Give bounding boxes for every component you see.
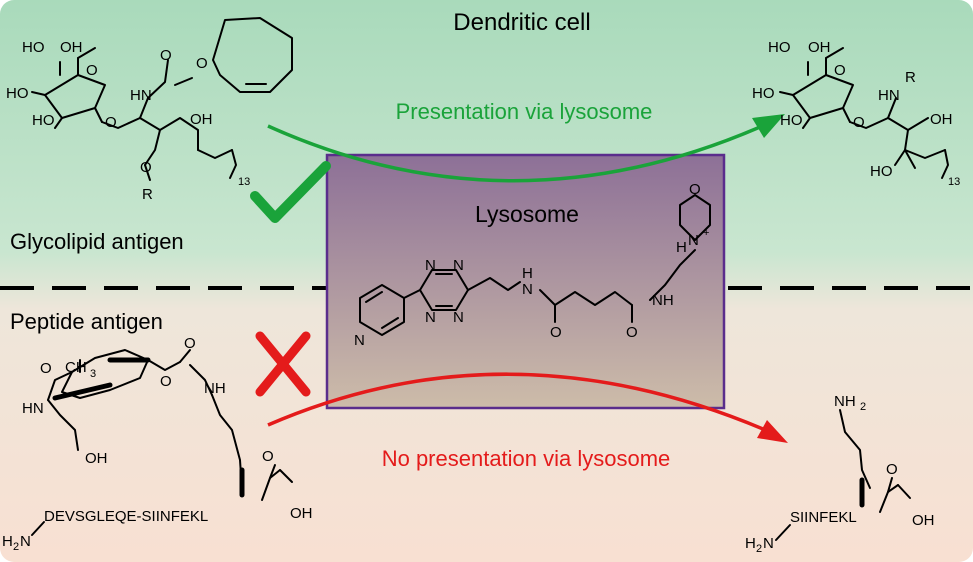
- check-mark-icon: [250, 161, 331, 223]
- svg-text:13: 13: [948, 176, 960, 188]
- peptide-structure-left: O CH 3 HN OH O O NH O OH H 2 N DEVSGLEQE…: [2, 335, 313, 553]
- svg-text:N: N: [453, 309, 464, 326]
- svg-text:HO: HO: [780, 112, 803, 129]
- svg-text:N: N: [425, 257, 436, 274]
- green-arrowhead: [752, 114, 785, 138]
- svg-text:H: H: [676, 239, 687, 256]
- svg-text:3: 3: [90, 368, 96, 380]
- svg-text:R: R: [142, 186, 153, 203]
- green-arrow: [267, 124, 761, 183]
- svg-text:R: R: [905, 69, 916, 86]
- svg-text:NH: NH: [204, 380, 226, 397]
- svg-text:N: N: [688, 232, 699, 249]
- peptide-structure-right: NH 2 O OH H 2 N SIINFEKL: [745, 393, 935, 555]
- label-presentation: Presentation via lysosome: [396, 99, 653, 124]
- svg-text:O: O: [160, 373, 172, 390]
- red-arrow: [267, 372, 771, 434]
- label-lysosome: Lysosome: [475, 201, 579, 227]
- svg-text:O: O: [689, 181, 701, 198]
- svg-text:HN: HN: [22, 400, 44, 417]
- svg-text:HO: HO: [870, 163, 893, 180]
- svg-text:O: O: [86, 62, 98, 79]
- svg-text:N: N: [425, 309, 436, 326]
- svg-text:OH: OH: [190, 111, 213, 128]
- label-no-presentation: No presentation via lysosome: [382, 446, 671, 471]
- svg-text:CH: CH: [65, 359, 87, 376]
- svg-text:OH: OH: [912, 512, 935, 529]
- svg-text:O: O: [196, 55, 208, 72]
- svg-text:2: 2: [860, 401, 866, 413]
- svg-text:N: N: [453, 257, 464, 274]
- svg-text:O: O: [184, 335, 196, 352]
- svg-text:O: O: [626, 324, 638, 341]
- title-dendritic-cell: Dendritic cell: [453, 9, 590, 36]
- glycolipid-structure-right: HO OH O HO HO O HN R OH HO 13: [752, 39, 960, 188]
- svg-text:N: N: [522, 281, 533, 298]
- svg-text:+: +: [703, 227, 709, 239]
- svg-text:O: O: [140, 159, 152, 176]
- red-arrowhead: [757, 420, 788, 443]
- svg-text:HN: HN: [130, 87, 152, 104]
- svg-text:HO: HO: [22, 39, 45, 56]
- svg-text:O: O: [550, 324, 562, 341]
- svg-text:OH: OH: [930, 111, 953, 128]
- svg-text:OH: OH: [808, 39, 831, 56]
- lysosome-box: [325, 153, 726, 410]
- label-peptide-antigen: Peptide antigen: [10, 309, 163, 334]
- svg-text:H: H: [2, 533, 13, 550]
- svg-text:O: O: [262, 448, 274, 465]
- svg-text:N: N: [354, 332, 365, 349]
- svg-text:H: H: [745, 535, 756, 552]
- svg-text:O: O: [40, 360, 52, 377]
- svg-text:DEVSGLEQE-SIINFEKL: DEVSGLEQE-SIINFEKL: [44, 508, 208, 525]
- svg-text:HO: HO: [752, 85, 775, 102]
- svg-text:SIINFEKL: SIINFEKL: [790, 509, 857, 526]
- svg-text:2: 2: [756, 543, 762, 555]
- svg-text:O: O: [886, 461, 898, 478]
- tetrazine-compound: N N N N N H N O O NH O H N +: [354, 181, 711, 349]
- svg-text:2: 2: [13, 541, 19, 553]
- svg-text:O: O: [853, 114, 865, 131]
- svg-text:O: O: [160, 47, 172, 64]
- svg-text:HO: HO: [32, 112, 55, 129]
- svg-text:HO: HO: [768, 39, 791, 56]
- cross-mark-icon: [255, 331, 311, 397]
- svg-text:N: N: [20, 533, 31, 550]
- svg-text:N: N: [763, 535, 774, 552]
- svg-text:13: 13: [238, 176, 250, 188]
- svg-text:OH: OH: [290, 505, 313, 522]
- svg-text:NH: NH: [652, 292, 674, 309]
- glycolipid-structure-left: HO OH O HO HO O HN O O OH O R 13: [6, 17, 293, 203]
- svg-text:OH: OH: [85, 450, 108, 467]
- svg-text:NH: NH: [834, 393, 856, 410]
- svg-text:O: O: [105, 114, 117, 131]
- svg-text:HN: HN: [878, 87, 900, 104]
- label-glycolipid-antigen: Glycolipid antigen: [10, 229, 184, 254]
- svg-text:H: H: [522, 265, 533, 282]
- svg-text:OH: OH: [60, 39, 83, 56]
- svg-text:HO: HO: [6, 85, 29, 102]
- svg-text:O: O: [834, 62, 846, 79]
